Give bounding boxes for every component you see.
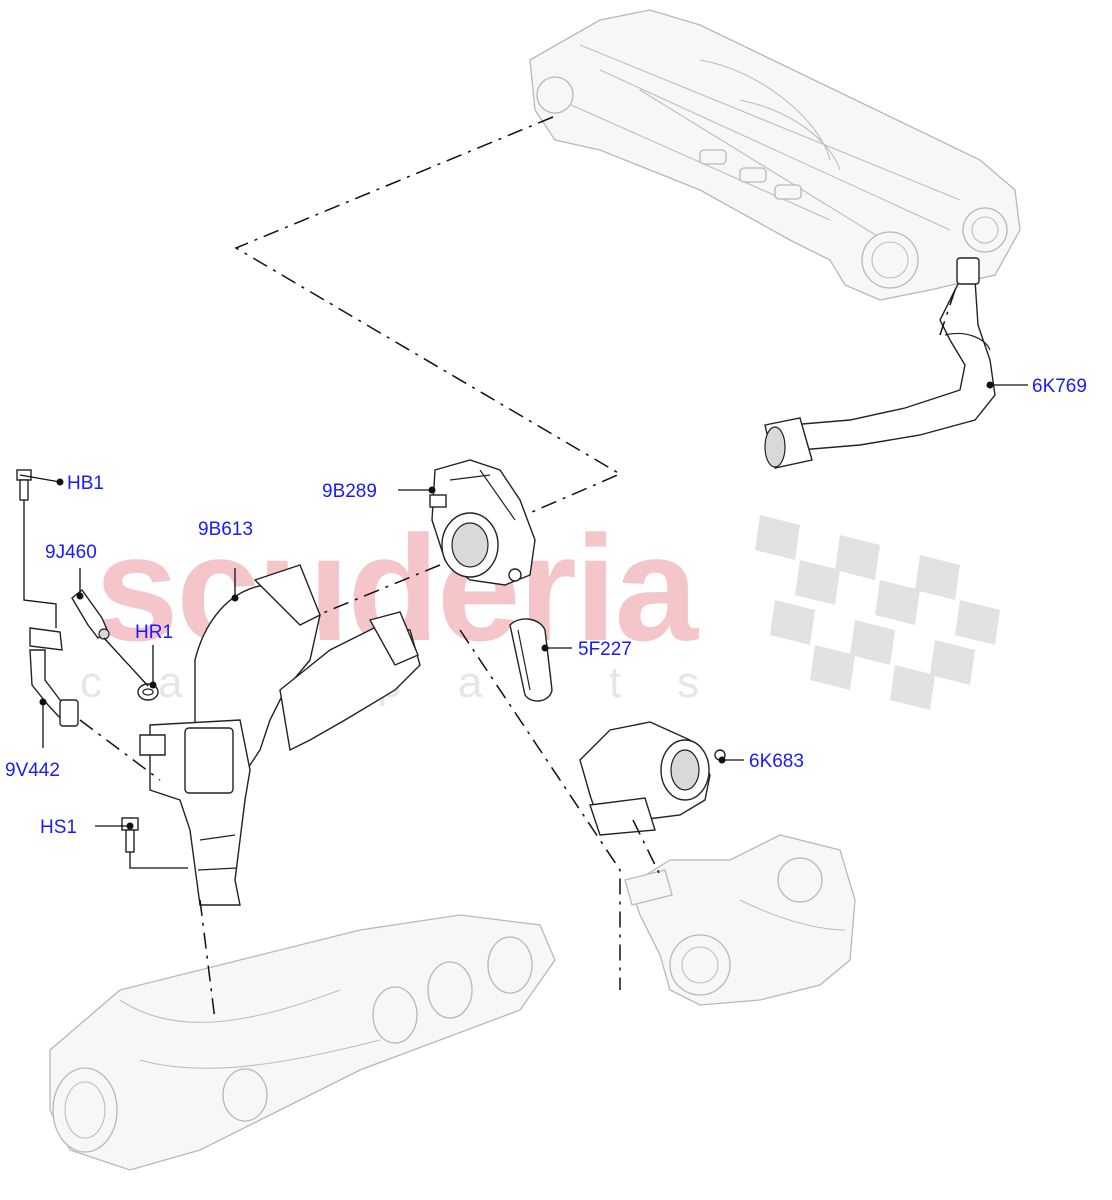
callout-9B289[interactable]: 9B289: [322, 481, 377, 502]
callout-labels: 6K769 HB1 9B289 9B613 9J460 HR1 5F227 9V…: [5, 376, 1087, 838]
callout-5F227[interactable]: 5F227: [578, 639, 632, 660]
part-9B613-charge-pipe: [139, 564, 421, 906]
callout-HR1[interactable]: HR1: [135, 622, 173, 643]
callout-6K769[interactable]: 6K769: [1032, 376, 1087, 397]
callout-9V442[interactable]: 9V442: [5, 760, 60, 781]
part-6K683-elbow: [579, 721, 726, 836]
callout-9B613[interactable]: 9B613: [198, 519, 253, 540]
assembly-lines: [79, 116, 956, 1021]
part-5F227-seal: [509, 618, 553, 702]
part-HB1-bolt: [16, 469, 32, 501]
part-9B289-throttle-body: [429, 459, 536, 586]
part-9J460-sensor: [71, 588, 110, 640]
callout-HS1[interactable]: HS1: [40, 817, 77, 838]
callout-6K683[interactable]: 6K683: [749, 751, 804, 772]
callout-dots: [39, 381, 994, 830]
turbocharger-ghost: [624, 834, 856, 1006]
checkered-flag-logo: [755, 515, 1000, 710]
part-9V442-hose: [29, 627, 79, 727]
exhaust-manifold-ghost: [49, 914, 556, 1171]
callout-HB1[interactable]: HB1: [67, 473, 104, 494]
callout-9J460[interactable]: 9J460: [45, 542, 97, 563]
intercooler-manifold-ghost: [529, 9, 1021, 301]
leader-lines: [19, 384, 1028, 869]
